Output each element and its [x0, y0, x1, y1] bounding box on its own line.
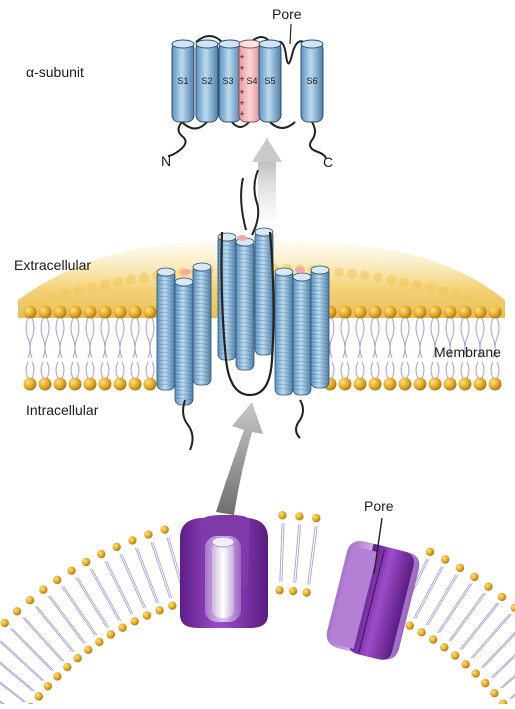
alpha-subunit-topology: S1 S2 S3 S4 S5 S6 + + + + + + N C	[161, 24, 333, 170]
pore-top-leader	[290, 24, 291, 44]
pore-bottom-label: Pore	[364, 498, 394, 514]
segment-label-s5: S5	[264, 76, 275, 86]
s4-charge: +	[239, 87, 244, 97]
extracellular-label: Extracellular	[14, 257, 91, 273]
segment-label-s4: S4	[246, 76, 257, 86]
intracellular-label: Intracellular	[26, 402, 98, 418]
n-terminus-label: N	[161, 153, 171, 169]
segment-label-s2: S2	[201, 76, 212, 86]
channel-assembled	[180, 515, 268, 628]
s4-charge: +	[239, 74, 244, 84]
c-terminus-label: C	[323, 154, 333, 170]
channel-open	[324, 538, 423, 664]
membrane-label: Membrane	[434, 344, 501, 360]
pore-top-label: Pore	[272, 6, 302, 22]
alpha-subunit-label: α-subunit	[26, 64, 84, 80]
arrow-up-to-topology	[252, 138, 282, 220]
segment-label-s6: S6	[306, 76, 317, 86]
segment-label-s1: S1	[177, 76, 188, 86]
s4-charge: +	[239, 63, 244, 73]
segment-label-s3: S3	[222, 76, 233, 86]
s4-charge: +	[239, 109, 244, 119]
s4-charge: +	[239, 98, 244, 108]
arrow-up-to-membrane	[216, 402, 263, 515]
s4-charge: +	[239, 52, 244, 62]
